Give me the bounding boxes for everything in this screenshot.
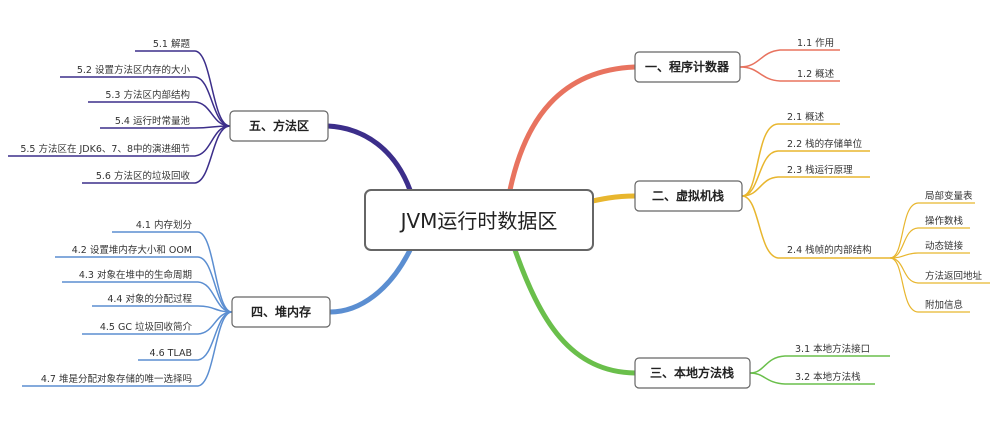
- leaf-2-1: 2.1 概述: [787, 111, 825, 123]
- branch3-leaves: 3.1 本地方法接口 3.2 本地方法栈: [749, 343, 890, 385]
- branch1-label: 一、程序计数器: [645, 59, 730, 74]
- leaf-3-2: 3.2 本地方法栈: [795, 371, 861, 383]
- leaf-line: [741, 150, 870, 197]
- branch2-box: [634, 180, 743, 212]
- subleaf-1: 局部变量表: [925, 190, 973, 202]
- subleaf-line: [889, 227, 970, 259]
- branch4-node: 四、堆内存: [231, 296, 331, 328]
- leaf-line: [741, 176, 870, 197]
- subleaf-4: 方法返回地址: [925, 270, 983, 282]
- subleaf-2: 操作数栈: [925, 215, 964, 227]
- leaf-line: [92, 305, 233, 313]
- branch5-leaves: 5.1 解题 5.2 设置方法区内存的大小 5.3 方法区内部结构 5.4 运行…: [8, 38, 231, 184]
- branch2-label: 二、虚拟机栈: [652, 188, 724, 203]
- leaf-2-2: 2.2 栈的存储单位: [787, 138, 863, 150]
- leaf-4-4: 4.4 对象的分配过程: [107, 293, 192, 305]
- connector-root-branch3: [512, 247, 638, 376]
- subleaf-line: [889, 252, 970, 259]
- leaf-line: [739, 49, 840, 68]
- root-node: JVM运行时数据区: [364, 189, 594, 251]
- leaf-line: [749, 372, 875, 385]
- branch3-label: 三、本地方法栈: [650, 365, 734, 380]
- leaf-3-1: 3.1 本地方法接口: [795, 343, 870, 355]
- branch3-node: 三、本地方法栈: [634, 357, 751, 389]
- branch1-box: [634, 51, 741, 83]
- leaf-5-1: 5.1 解题: [153, 38, 191, 50]
- subleaf-line: [889, 202, 975, 259]
- branch1-leaves: 1.1 作用 1.2 概述: [739, 37, 840, 82]
- leaf-line: [749, 355, 890, 374]
- leaf-5-3: 5.3 方法区内部结构: [105, 89, 190, 101]
- branch5-box: [229, 110, 329, 142]
- leaf-line: [88, 101, 231, 127]
- connector-root-branch1: [507, 64, 638, 193]
- leaf-5-4: 5.4 运行时常量池: [115, 115, 191, 127]
- leaf-line: [741, 123, 840, 197]
- leaf-4-2: 4.2 设置堆内存大小和 OOM: [72, 244, 192, 256]
- leaf-1-1: 1.1 作用: [797, 37, 834, 49]
- branch5-node: 五、方法区: [229, 110, 329, 142]
- leaf-line: [741, 195, 890, 259]
- leaf-line: [82, 125, 231, 184]
- branch4-box: [231, 296, 331, 328]
- leaf-4-5: 4.5 GC 垃圾回收简介: [100, 321, 193, 333]
- connector-root-branch4: [327, 247, 413, 315]
- branch3-box: [634, 357, 751, 389]
- connector-root-branch5: [325, 123, 413, 193]
- leaf-line: [62, 281, 233, 313]
- subleaf-line: [889, 257, 970, 313]
- branch2-leaves: 2.1 概述 2.2 栈的存储单位 2.3 栈运行原理 2.4 栈帧的内部结构 …: [741, 111, 990, 313]
- leaf-4-7: 4.7 堆是分配对象存储的唯一选择吗: [41, 373, 192, 385]
- leaf-4-3: 4.3 对象在堆中的生命周期: [79, 269, 192, 281]
- leaf-line: [55, 256, 233, 313]
- branch4-leaves: 4.1 内存划分 4.2 设置堆内存大小和 OOM 4.3 对象在堆中的生命周期…: [22, 219, 233, 387]
- subleaf-3: 动态链接: [925, 240, 964, 252]
- leaf-line: [60, 76, 231, 127]
- leaf-1-2: 1.2 概述: [797, 68, 835, 80]
- leaf-line: [112, 231, 233, 313]
- leaf-5-6: 5.6 方法区的垃圾回收: [96, 170, 191, 182]
- leaf-2-4: 2.4 栈帧的内部结构: [787, 244, 872, 256]
- leaf-line: [22, 311, 233, 387]
- leaf-line: [739, 66, 840, 82]
- subleaf-5: 附加信息: [925, 299, 963, 311]
- leaf-5-5: 5.5 方法区在 JDK6、7、8中的演进细节: [20, 143, 190, 155]
- leaf-2-3: 2.3 栈运行原理: [787, 164, 853, 176]
- root-title: JVM运行时数据区: [399, 209, 558, 233]
- leaf-line: [135, 50, 231, 127]
- branch5-label: 五、方法区: [249, 118, 309, 133]
- branch1-node: 一、程序计数器: [634, 51, 741, 83]
- branch4-label: 四、堆内存: [251, 304, 311, 319]
- root-box: [364, 189, 594, 251]
- leaf-4-1: 4.1 内存划分: [136, 219, 193, 231]
- branch2-node: 二、虚拟机栈: [634, 180, 743, 212]
- leaf-4-6: 4.6 TLAB: [150, 348, 192, 359]
- leaf-5-2: 5.2 设置方法区内存的大小: [77, 64, 191, 76]
